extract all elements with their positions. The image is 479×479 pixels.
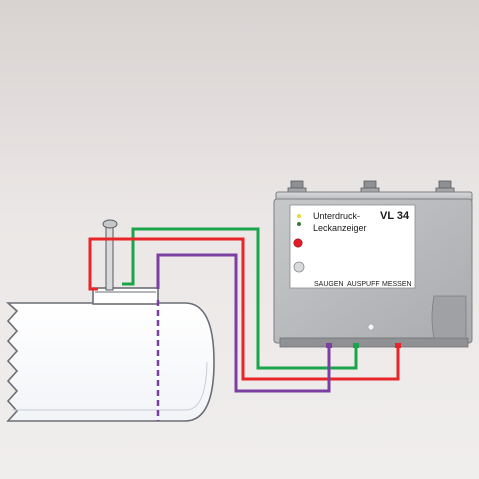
device-model: VL 34 — [380, 210, 410, 222]
port-label-auspuff: AUSPUFF — [347, 281, 380, 288]
alarm-lamp-red — [293, 238, 303, 248]
exhaust-line — [122, 227, 358, 370]
tank-inner-liquid-line — [12, 361, 208, 411]
tank-dome — [92, 287, 159, 305]
status-led-green — [297, 222, 301, 226]
suction-line — [88, 237, 400, 381]
port-stub-measure — [326, 343, 332, 348]
tank-vent-pipe — [102, 219, 118, 291]
port-stub-exhaust — [353, 343, 359, 348]
measure-line — [156, 253, 331, 393]
port-label-messen: MESSEN — [382, 281, 412, 288]
status-led-yellow — [297, 214, 301, 218]
mute-button[interactable] — [293, 261, 305, 273]
port-label-saugen: SAUGEN — [314, 281, 344, 288]
device-vl34: Unterdruck- Leckanzeiger VL 34 SAUGEN AU… — [273, 180, 473, 348]
device-cable-recess — [431, 295, 467, 339]
device-base — [279, 337, 469, 348]
tank-body — [5, 302, 215, 422]
front-indicator-dot — [367, 323, 375, 331]
device-label-panel — [289, 204, 416, 289]
device-title-line2: Leckanzeiger — [313, 223, 367, 233]
tank — [5, 287, 215, 422]
port-stub-suction — [395, 343, 401, 348]
device-title-line1: Unterdruck- — [313, 211, 360, 221]
